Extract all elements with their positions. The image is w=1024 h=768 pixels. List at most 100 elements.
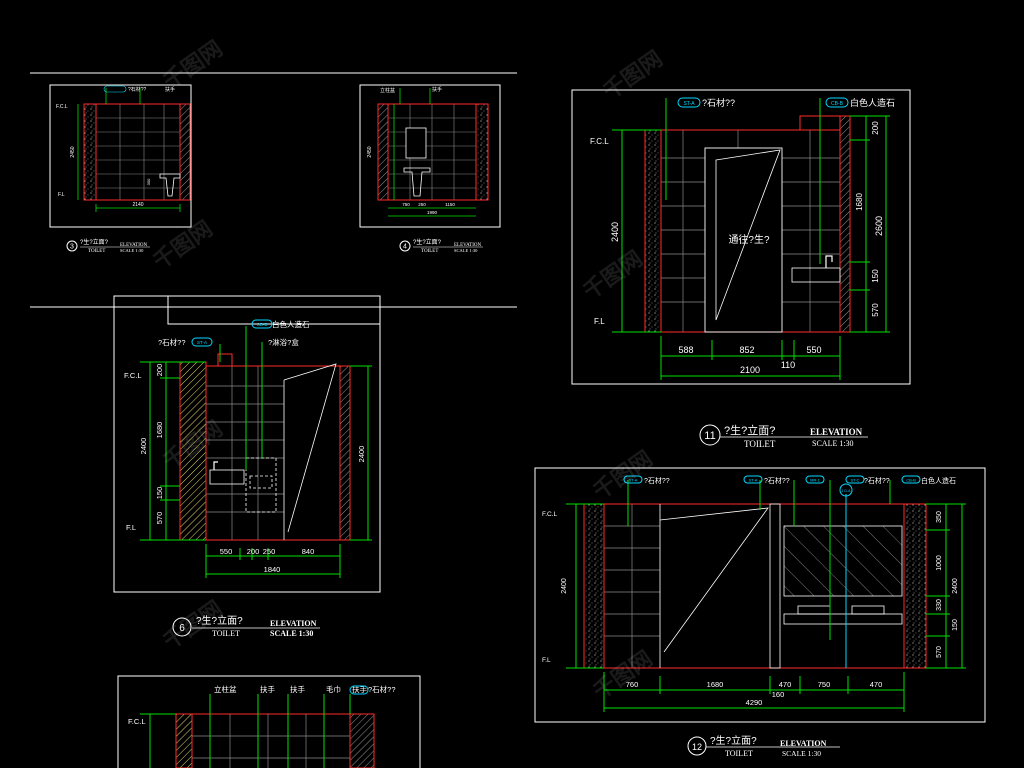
fcl-3: F.C.L [56,104,68,110]
detail-tag-12f [839,483,853,497]
view-6-number: 6 [179,623,185,634]
wall-right-11 [839,115,851,333]
frame-6 [113,295,381,593]
dim-12-a: 760 [626,680,639,689]
frame-12 [534,467,986,723]
door-frame-11 [704,147,783,333]
dim-11-c: 550 [806,345,821,355]
mirror-12 [783,525,903,597]
view-11-scale: SCALE 1:30 [812,439,854,448]
view-11-elevation: ELEVATION [810,427,863,437]
tile-grid-3 [96,104,180,200]
dim-11-lower: 150 [871,269,880,283]
fl-3: F.L [58,192,65,198]
view-6-number-circle [172,617,192,637]
pillar-4: 立柱盆 [380,87,395,94]
tag-12d-text: ST-C [850,478,859,483]
handrail-bottom-1: 扶手 [260,684,275,694]
view-4-toilet: TOILET [421,249,438,254]
elevation-12: 2400 350 1000 330 150 570 2400 760 1680 … [534,467,986,758]
dim-12-mid: 1000 [936,555,943,571]
view-11-number-circle [699,424,721,446]
dim-11-b: 852 [739,345,754,355]
door-leaf-6 [283,363,337,533]
view-11-title-cn: ?生?立面? [724,423,775,437]
dim-12-w: 4290 [746,698,763,707]
dim-11-w: 2100 [740,365,760,375]
dim-6-h: 2400 [139,438,148,455]
dim-6-w: 1840 [264,565,281,574]
dim-12-rh: 2400 [952,578,959,594]
wall-left-6 [179,361,207,541]
stone-12b: ?石材?? [764,476,790,485]
dim-11-h: 2400 [610,222,620,242]
elevation-11: 通往?生? 2400 200 1680 150 570 2600 588 852… [571,89,911,449]
dim-12-lower: 330 [936,599,943,611]
view-12-elevation: ELEVATION [780,739,827,748]
vanity-6 [209,469,245,485]
dim-12-l2: 150 [952,619,959,631]
dim-3-a: 300 [146,178,151,185]
dim-12-e: 470 [870,680,883,689]
tag-11b-text: CB-B [831,101,844,107]
view-3-toilet: TOILET [88,249,105,254]
stone-bottom: ?石材?? [368,684,396,694]
frame-11 [571,89,911,385]
vanity-12 [783,613,903,625]
door-leaf-11 [715,149,781,321]
tile-grid-bottom [192,714,350,768]
wall-left-12 [583,503,605,669]
fcl-bottom: F.C.L [128,717,146,726]
dim-4-h: 2450 [367,146,373,157]
view-3-number: 3 [70,244,74,251]
elevation-3: 2140 2450 300 F.C.L F.L ?石材?? 扶手 3 ?生?立面… [49,84,192,254]
basin-4 [403,167,431,197]
tag-12c [805,475,825,484]
dim-6-a: 550 [220,547,233,556]
view-4-scale: SCALE 1:30 [454,248,478,253]
tag-6a [251,319,273,329]
dim-12-b: 1680 [707,680,724,689]
view-6-scale: SCALE 1:30 [270,629,313,638]
stone-11: ?石材?? [702,97,735,108]
dim-11-d: 110 [781,360,795,370]
dim-11-mid: 1680 [855,193,864,211]
fcl-11: F.C.L [590,137,609,146]
dim-12-d: 750 [818,680,831,689]
watermark-text: 千图网 [149,216,217,274]
view-6-toilet: TOILET [212,629,240,638]
watermark-text: 千图网 [599,46,667,104]
wall-left-bottom [175,713,193,768]
view-3-scale: SCALE 1:30 [120,248,144,253]
stone-3: ?石材?? [128,86,147,93]
view-4-elevation: ELEVATION [454,243,482,248]
view-12-number-circle [687,736,707,756]
tag-12b-text: ST-A [749,478,758,483]
watermark-text: 千图网 [159,36,227,94]
tag-12f-text: 1 D-A [842,489,852,493]
view-3-elevation: ELEVATION [120,243,148,248]
stone-6: ?石材?? [158,337,186,347]
dim-11-bot: 570 [871,303,880,317]
stone-12a: ?石材?? [644,476,670,485]
view-6-title-cn: ?生?立面? [196,614,243,627]
dim-3-h: 2450 [70,146,76,157]
fcl-12: F.C.L [542,511,558,518]
dim-4-c: 1150 [445,202,455,207]
dim-4-w: 1990 [427,210,438,215]
vanity-11 [791,267,841,283]
door-leaf-12 [659,507,769,653]
handrail-bottom-2: 扶手 [290,684,305,694]
tag-6a-text: CB-B [257,322,268,327]
dim-12-bot: 570 [936,646,943,658]
fcl-6: F.C.L [124,371,142,380]
tile-grid-12 [604,504,660,668]
dim-11-top: 200 [871,121,880,135]
artstone-12: 白色人造石 [921,476,956,485]
wall-left-3 [83,103,97,201]
dim-6-b: 200 [247,547,260,556]
tile-grid-11 [661,130,840,332]
dim-4-b: 250 [418,202,426,207]
tag-12d [845,475,865,484]
